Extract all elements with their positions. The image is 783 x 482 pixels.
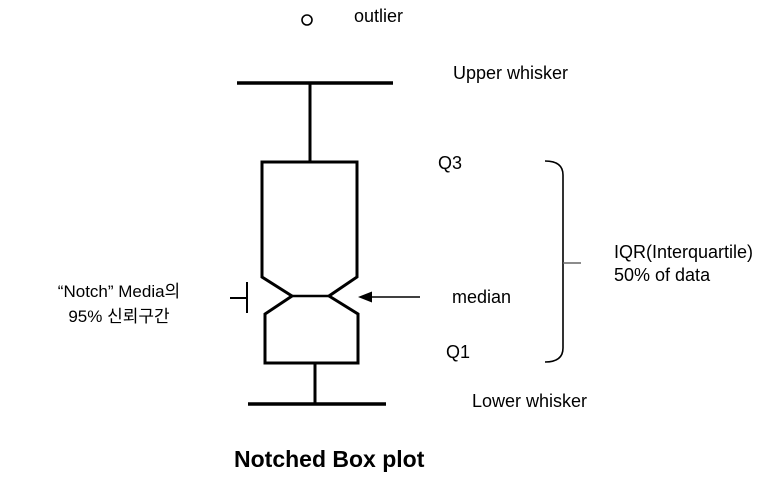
iqr-annotation-line2: 50% of data xyxy=(614,265,711,285)
outlier-point-icon xyxy=(301,14,313,26)
q3-label: Q3 xyxy=(438,153,463,173)
notch-ci-annotation: “Notch” Media의 95% 신뢰구간 xyxy=(30,279,208,329)
median-arrowhead-icon xyxy=(358,291,372,303)
outlier-label: outlier xyxy=(354,6,404,26)
upper-whisker-label: Upper whisker xyxy=(453,63,569,83)
median-label: median xyxy=(452,287,512,307)
iqr-annotation-line1: IQR(Interquartile) xyxy=(614,242,754,262)
notched-box xyxy=(260,160,360,365)
notch-ci-annotation-line1: “Notch” Media의 xyxy=(57,282,181,301)
lower-whisker-label: Lower whisker xyxy=(472,391,588,411)
iqr-brace xyxy=(544,160,564,363)
diagram-title: Notched Box plot xyxy=(234,446,425,472)
notch-ci-annotation-line2: 95% 신뢰구간 xyxy=(68,307,170,326)
q1-label: Q1 xyxy=(446,342,471,362)
iqr-annotation: IQR(Interquartile) 50% of data xyxy=(614,241,753,287)
